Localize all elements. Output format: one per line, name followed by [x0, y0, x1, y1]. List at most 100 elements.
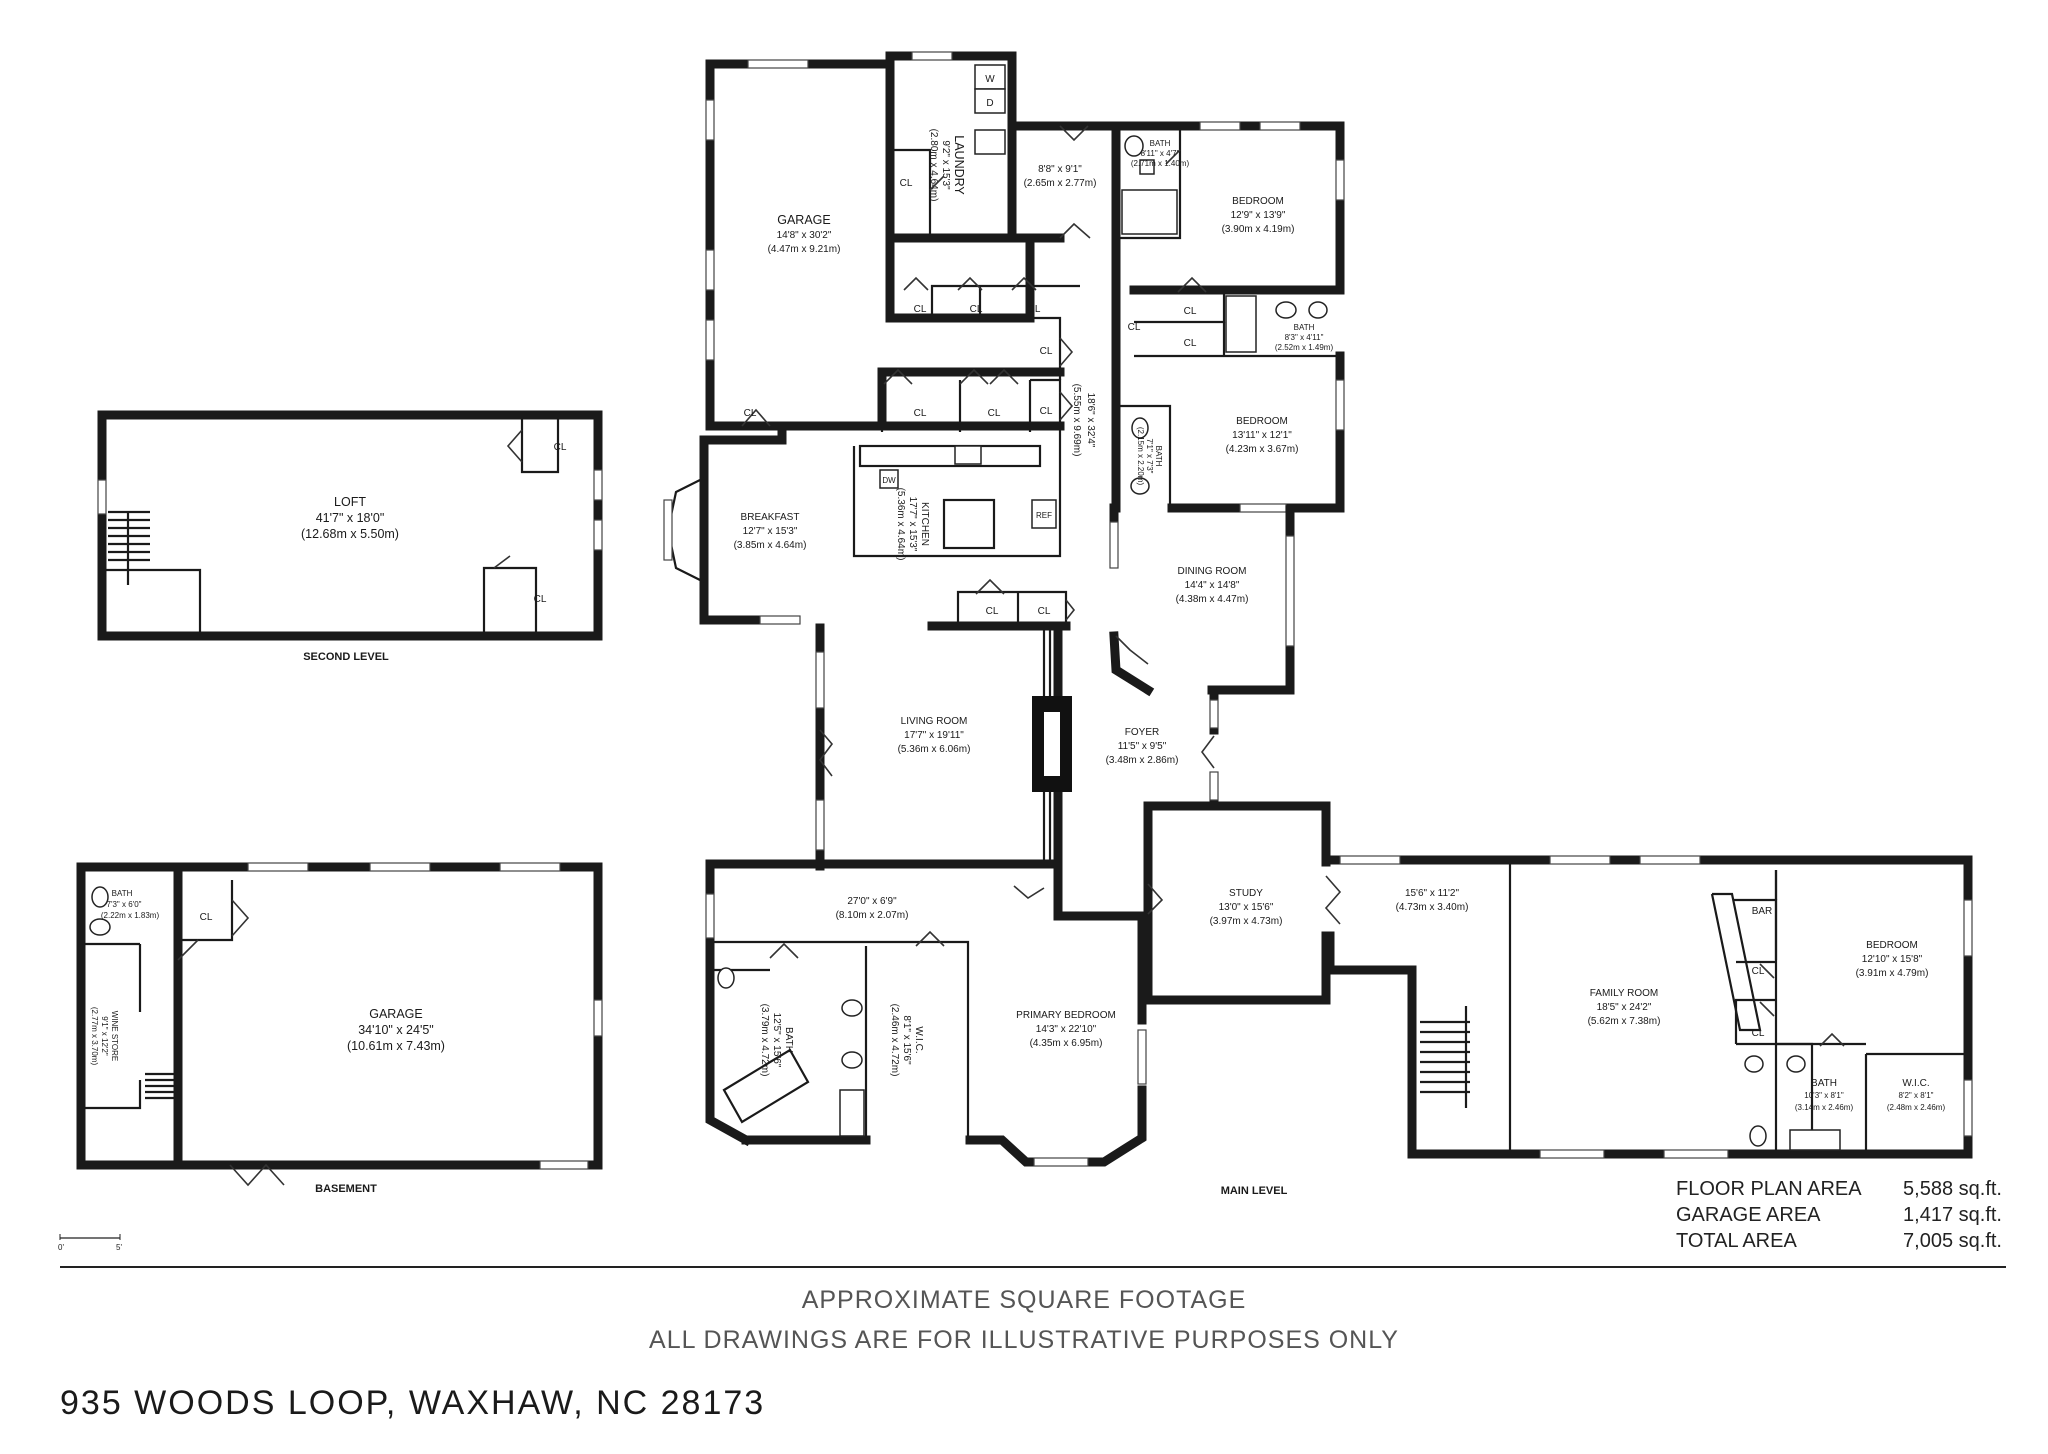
primary-bedroom-dims: 14'3" x 22'10": [1036, 1024, 1097, 1035]
bath-ne-name: BATH: [1150, 139, 1171, 148]
family-metric: (5.62m x 7.38m): [1588, 1016, 1661, 1027]
closet-label: CL: [1038, 606, 1051, 617]
dining-dims: 14'4" x 14'8": [1185, 580, 1240, 591]
laundry-dims: 9'2" x 15'3": [940, 140, 951, 190]
primary-bedroom-metric: (4.35m x 6.95m): [1030, 1038, 1103, 1049]
wic-w-name: W.I.C.: [1902, 1078, 1929, 1089]
bath-jack-metric: (2.52m x 1.49m): [1275, 343, 1334, 352]
closet-label: CL: [1128, 322, 1141, 333]
family-hall-dims: 15'6" x 11'2": [1405, 888, 1460, 899]
primary-wic-dims: 8'1" x 15'6": [901, 1015, 912, 1065]
bath-small-metric: (2.15m x 2.20m): [1136, 427, 1145, 486]
area-value: 1,417 sq.ft.: [1903, 1204, 2002, 1226]
bar-label: BAR: [1752, 906, 1773, 917]
closet-label: CL: [1040, 406, 1053, 417]
closet-label: CL: [970, 304, 983, 315]
area-row: GARAGE AREA 1,417 sq.ft.: [1676, 1202, 2002, 1228]
closet-label: CL: [1184, 306, 1197, 317]
laundry-metric: (2.80m x 4.64m): [928, 129, 939, 202]
closet-label: CL: [534, 594, 547, 605]
closet-label: CL: [988, 408, 1001, 419]
bath-bsmt-metric: (2.22m x 1.83m): [101, 911, 160, 920]
bath-w-name: BATH: [1811, 1078, 1837, 1089]
garage-bsmt-name: GARAGE: [369, 1007, 423, 1021]
closet-label: CL: [900, 178, 913, 189]
area-label: GARAGE AREA: [1676, 1204, 1821, 1226]
washer-label: W: [985, 74, 995, 85]
disclaimer-line-1: APPROXIMATE SQUARE FOOTAGE: [801, 1286, 1247, 1314]
kitchen-dims: 17'7" x 15'3": [907, 497, 918, 552]
garage-main-name: GARAGE: [777, 213, 831, 227]
foyer-dims: 11'5" x 9'5": [1118, 741, 1167, 752]
gallery-dims: 27'0" x 6'9": [847, 896, 897, 907]
kitchen-metric: (5.36m x 4.64m): [895, 488, 906, 561]
primary-bath-dims: 12'5" x 15'6": [771, 1013, 782, 1068]
foyer-metric: (3.48m x 2.86m): [1106, 755, 1179, 766]
hall-metric: (5.55m x 9.69m): [1071, 384, 1082, 457]
scale-bar: 0' 5': [58, 1230, 138, 1259]
breakfast-name: BREAKFAST: [741, 512, 800, 523]
breakfast-metric: (3.85m x 4.64m): [734, 540, 807, 551]
primary-bath-metric: (3.79m x 4.72m): [759, 1004, 770, 1077]
closet-label: CL: [1040, 346, 1053, 357]
bath-bsmt-dims: 7'3" x 6'0": [107, 900, 142, 909]
scale-start: 0': [58, 1243, 64, 1252]
hall-closet-metric: (2.65m x 2.77m): [1024, 178, 1097, 189]
living-name: LIVING ROOM: [901, 716, 968, 727]
bath-small-name: BATH: [1154, 446, 1163, 467]
study-metric: (3.97m x 4.73m): [1210, 916, 1283, 927]
level-label-main: MAIN LEVEL: [1221, 1185, 1288, 1197]
gallery-metric: (8.10m x 2.07m): [836, 910, 909, 921]
primary-bedroom-name: PRIMARY BEDROOM: [1016, 1010, 1116, 1021]
bath-jack-dims: 8'3" x 4'11": [1285, 333, 1324, 342]
hall-dims: 18'6" x 32'4": [1085, 393, 1096, 448]
area-value: 7,005 sq.ft.: [1903, 1230, 2002, 1252]
primary-wic-name: W.I.C.: [913, 1026, 924, 1053]
closet-label: CL: [200, 912, 213, 923]
disclaimer-line-2: ALL DRAWINGS ARE FOR ILLUSTRATIVE PURPOS…: [649, 1326, 1399, 1354]
loft-metric: (12.68m x 5.50m): [301, 527, 399, 541]
kitchen-name: KITCHEN: [919, 502, 930, 546]
bath-jack-name: BATH: [1294, 323, 1315, 332]
bath-ne-metric: (2.71m x 1.40m): [1131, 159, 1190, 168]
closet-label: CL: [986, 606, 999, 617]
wic-w-dims: 8'2" x 8'1": [1899, 1091, 1934, 1100]
basement-plan: BATH 7'3" x 6'0" (2.22m x 1.83m) WINE ST…: [76, 862, 603, 1195]
loft-dims: 41'7" x 18'0": [316, 511, 385, 525]
loft-name: LOFT: [334, 495, 366, 509]
primary-wic-metric: (2.46m x 4.72m): [889, 1004, 900, 1077]
main-level-plan: GARAGE 14'8" x 30'2" (4.47m x 9.21m) CL …: [663, 51, 1973, 1197]
dining-metric: (4.38m x 4.47m): [1176, 594, 1249, 605]
bedroom-ne-metric: (3.90m x 4.19m): [1222, 224, 1295, 235]
level-label-basement: BASEMENT: [315, 1183, 377, 1195]
closet-label: CL: [1752, 966, 1765, 977]
refrigerator-label: REF: [1036, 511, 1052, 520]
foyer-name: FOYER: [1125, 727, 1159, 738]
dishwasher-label: DW: [882, 476, 896, 485]
wine-store-metric: (2.77m x 3.70m): [90, 1007, 99, 1066]
scale-end: 5': [116, 1243, 122, 1252]
bath-ne-dims: 8'11" x 4'7": [1141, 149, 1180, 158]
closet-label: CL: [554, 442, 567, 453]
bedroom-e-metric: (4.23m x 3.67m): [1226, 444, 1299, 455]
family-dims: 18'5" x 24'2": [1597, 1002, 1652, 1013]
hall-closet-dims: 8'8" x 9'1": [1038, 164, 1082, 175]
area-label: FLOOR PLAN AREA: [1676, 1178, 1862, 1200]
bath-bsmt-name: BATH: [112, 889, 133, 898]
bedroom-w-metric: (3.91m x 4.79m): [1856, 968, 1929, 979]
breakfast-dims: 12'7" x 15'3": [743, 526, 798, 537]
bath-small-dims: 7'1" x 7'3": [1145, 439, 1154, 474]
dining-name: DINING ROOM: [1178, 566, 1247, 577]
bedroom-ne-name: BEDROOM: [1232, 196, 1284, 207]
study-dims: 13'0" x 15'6": [1219, 902, 1274, 913]
closet-label: CL: [1752, 1028, 1765, 1039]
bedroom-w-name: BEDROOM: [1866, 940, 1918, 951]
property-address: 935 WOODS LOOP, WAXHAW, NC 28173: [60, 1384, 766, 1422]
family-name: FAMILY ROOM: [1590, 988, 1659, 999]
bath-w-dims: 10'3" x 8'1": [1804, 1091, 1844, 1100]
garage-bsmt-metric: (10.61m x 7.43m): [347, 1039, 445, 1053]
